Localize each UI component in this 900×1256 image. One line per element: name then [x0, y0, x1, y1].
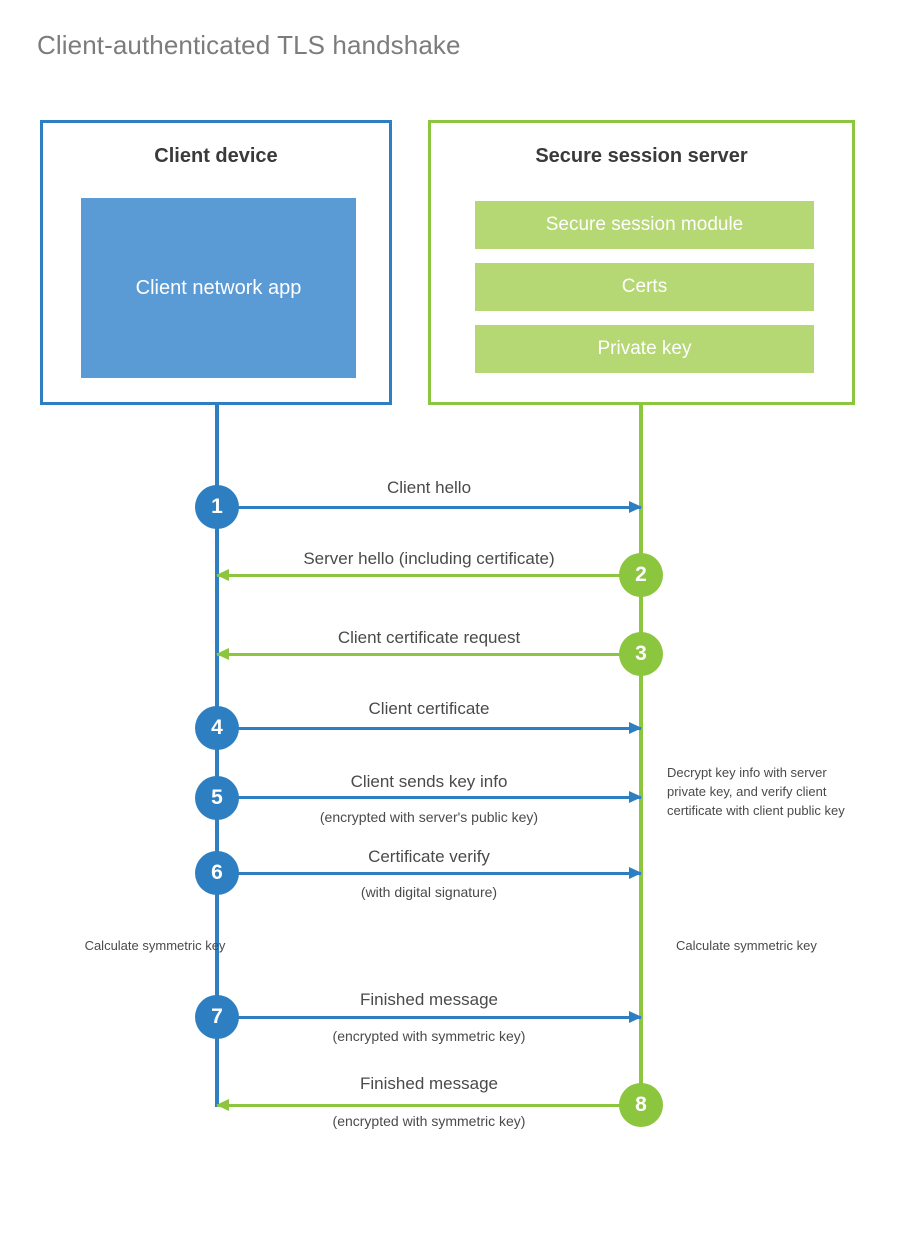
server-lifeline: [639, 405, 643, 1107]
step-6-circle: 6: [195, 851, 239, 895]
step-8-sublabel: (encrypted with symmetric key): [332, 1113, 526, 1129]
step-2-circle: 2: [619, 553, 663, 597]
step-4-label: Client certificate: [368, 699, 490, 718]
step-4-arrow: [217, 722, 642, 734]
step-7-arrow: [217, 1011, 642, 1023]
step-2-arrow: [216, 569, 641, 581]
step-7-circle: 7: [195, 995, 239, 1039]
step-8-label: Finished message: [360, 1074, 498, 1093]
step-7-label: Finished message: [360, 990, 498, 1009]
step-2-label: Server hello (including certificate): [303, 549, 555, 568]
step-8-arrow: [216, 1099, 641, 1111]
secure-session-server-title: Secure session server: [535, 145, 748, 167]
client-calculate-note: Calculate symmetric key: [84, 938, 226, 953]
server-modules-list: Secure session module Certs Private key: [475, 201, 814, 373]
step-7-sublabel: (encrypted with symmetric key): [332, 1028, 526, 1044]
step-8-circle: 8: [619, 1083, 663, 1127]
step-3-circle: 3: [619, 632, 663, 676]
arrow-head-icon: [216, 1099, 229, 1111]
step-3-arrow: [216, 648, 641, 660]
server-module-certs: Certs: [475, 263, 814, 311]
arrow-head-icon: [629, 791, 642, 803]
client-device-title: Client device: [154, 145, 278, 167]
step-3-label: Client certificate request: [337, 628, 521, 647]
client-device-box: Client device Client network app: [40, 120, 392, 405]
step-5-circle: 5: [195, 776, 239, 820]
server-calculate-note: Calculate symmetric key: [676, 938, 817, 953]
step-5-arrow: [217, 791, 642, 803]
step-6-label: Certificate verify: [368, 847, 490, 866]
step-5-label: Client sends key info: [350, 772, 508, 791]
step-1-circle: 1: [195, 485, 239, 529]
page-title: Client-authenticated TLS handshake: [37, 30, 461, 60]
step-1-arrow: [217, 501, 642, 513]
server-module-private-key: Private key: [475, 325, 814, 373]
arrow-head-icon: [629, 1011, 642, 1023]
client-network-app-block: Client network app: [81, 198, 356, 378]
step-6-sublabel: (with digital signature): [360, 884, 498, 900]
server-module-secure-session-module: Secure session module: [475, 201, 814, 249]
arrow-head-icon: [216, 569, 229, 581]
client-lifeline: [215, 405, 219, 1107]
step-5-sublabel: (encrypted with server's public key): [319, 809, 539, 825]
step-1-label: Client hello: [386, 478, 472, 497]
step-6-arrow: [217, 867, 642, 879]
arrow-head-icon: [216, 648, 229, 660]
step-4-circle: 4: [195, 706, 239, 750]
arrow-head-icon: [629, 501, 642, 513]
secure-session-server-box: Secure session server Secure session mod…: [428, 120, 855, 405]
arrow-head-icon: [629, 722, 642, 734]
arrow-head-icon: [629, 867, 642, 879]
server-processing-note: Decrypt key info with server private key…: [667, 765, 845, 818]
